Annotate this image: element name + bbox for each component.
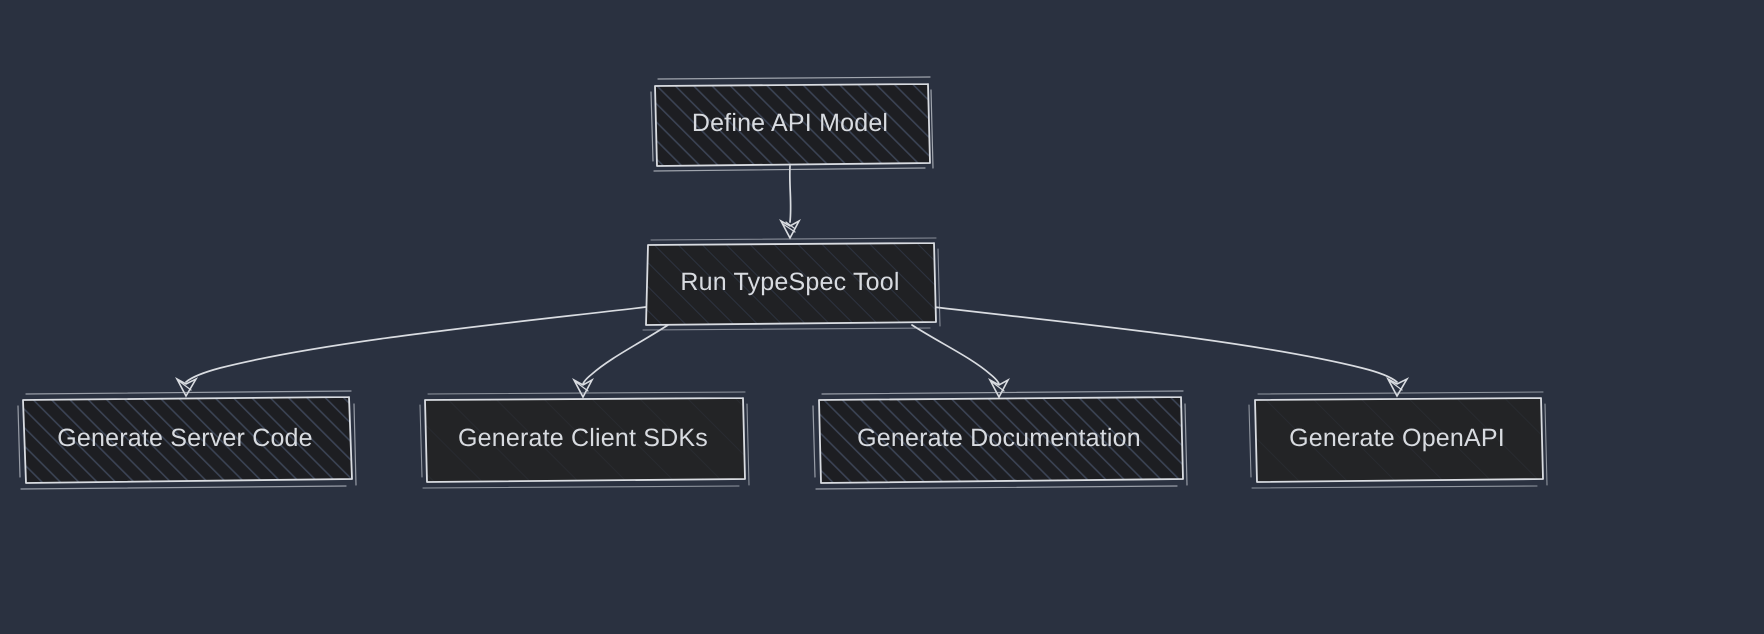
node-run-typespec-tool[interactable] xyxy=(642,237,941,331)
node-generate-client-sdks[interactable] xyxy=(419,391,750,489)
edge-define-to-run xyxy=(779,165,801,240)
edge-layer xyxy=(175,165,1410,399)
edge-run-to-openapi xyxy=(933,306,1410,398)
node-define-api-model[interactable] xyxy=(650,76,934,172)
node-generate-documentation[interactable] xyxy=(812,390,1188,490)
edge-run-to-server xyxy=(175,306,647,398)
node-generate-server-code[interactable] xyxy=(17,390,357,490)
edge-run-to-docs xyxy=(911,324,1010,399)
edge-run-to-sdks xyxy=(572,324,669,399)
node-generate-openapi[interactable] xyxy=(1248,391,1548,489)
